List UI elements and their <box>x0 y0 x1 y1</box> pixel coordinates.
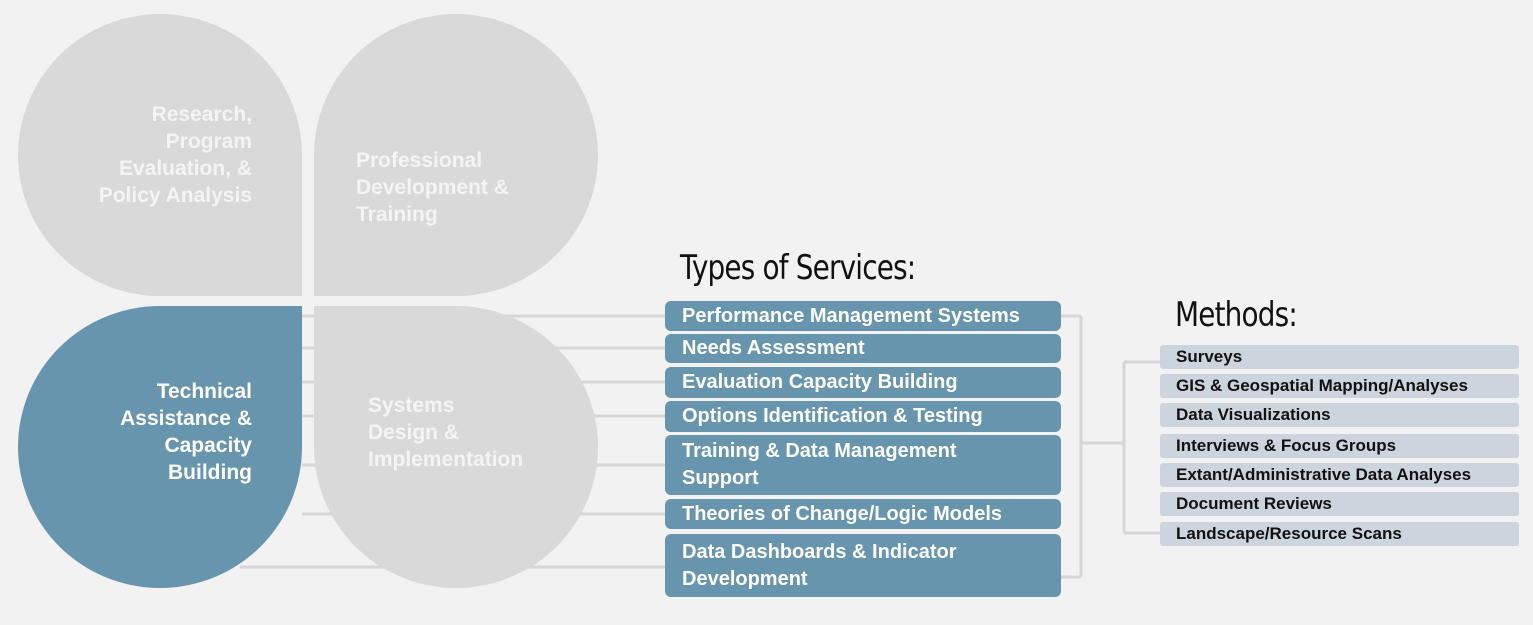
petal-text-line: Training <box>356 202 438 226</box>
service-label: Needs Assessment <box>682 335 865 362</box>
method-item: GIS & Geospatial Mapping/Analyses <box>1160 374 1519 398</box>
petal-text-line: Evaluation, & <box>118 157 252 180</box>
petal-text-line: Design & <box>368 420 460 444</box>
service-item: Evaluation Capacity Building <box>665 367 1061 398</box>
petal-systems-design: Systems Design & Implementation <box>314 306 598 588</box>
petal-text-line: Assistance & <box>120 407 252 430</box>
petal-technical-assistance: Technical Assistance & Capacity Building <box>18 306 302 588</box>
service-label: Data Dashboards & Indicator Development <box>682 539 957 593</box>
method-item: Surveys <box>1160 345 1519 369</box>
service-label: Training & Data Management Support <box>682 438 957 492</box>
service-label: Performance Management Systems <box>682 303 1020 330</box>
service-label-line: Theories of Change/Logic Models <box>682 502 1003 525</box>
methods-heading: Methods: <box>1175 295 1298 335</box>
method-item: Extant/Administrative Data Analyses <box>1160 463 1519 487</box>
petal-research-program-evaluation: Research, Program Evaluation, & Policy A… <box>18 14 302 296</box>
service-item: Training & Data Management Support <box>665 435 1061 495</box>
petal-text-line: Professional <box>356 148 483 172</box>
service-label-line: Support <box>682 467 759 489</box>
service-label: Theories of Change/Logic Models <box>682 501 1002 528</box>
service-item: Data Dashboards & Indicator Development <box>665 534 1061 597</box>
petal-text-line: Policy Analysis <box>98 184 252 207</box>
service-item: Theories of Change/Logic Models <box>665 499 1061 529</box>
petal-text-line: Capacity <box>164 434 252 457</box>
petal-professional-development: Professional Development & Training <box>314 14 598 296</box>
method-item: Interviews & Focus Groups <box>1160 434 1519 458</box>
method-item: Data Visualizations <box>1160 403 1519 427</box>
petal-text-line: Technical <box>156 380 252 403</box>
service-label: Options Identification & Testing <box>682 403 983 430</box>
service-label-line: Development <box>682 567 808 590</box>
petal-text-line: Development & <box>356 175 509 199</box>
method-item: Landscape/Resource Scans <box>1160 522 1519 546</box>
service-label-line: Data Dashboards & Indicator <box>682 540 957 563</box>
petal-text-line: Program <box>165 130 252 153</box>
service-label-line: Options Identification & Testing <box>682 405 983 427</box>
petal-text-line: Implementation <box>368 447 524 471</box>
petal-text-line: Building <box>168 461 252 484</box>
service-item: Performance Management Systems <box>665 301 1061 331</box>
service-label-line: Evaluation Capacity Building <box>682 371 958 393</box>
petal-text-line: Research, <box>151 103 252 126</box>
service-item: Needs Assessment <box>665 334 1061 363</box>
service-label-line: Performance Management Systems <box>682 304 1020 327</box>
service-item: Options Identification & Testing <box>665 401 1061 432</box>
method-item: Document Reviews <box>1160 492 1519 516</box>
petal-text-line: Systems <box>368 393 455 417</box>
services-heading: Types of Services: <box>680 248 916 288</box>
service-label: Evaluation Capacity Building <box>682 369 958 396</box>
service-label-line: Training & Data Management <box>682 440 957 462</box>
service-label-line: Needs Assessment <box>682 337 865 359</box>
